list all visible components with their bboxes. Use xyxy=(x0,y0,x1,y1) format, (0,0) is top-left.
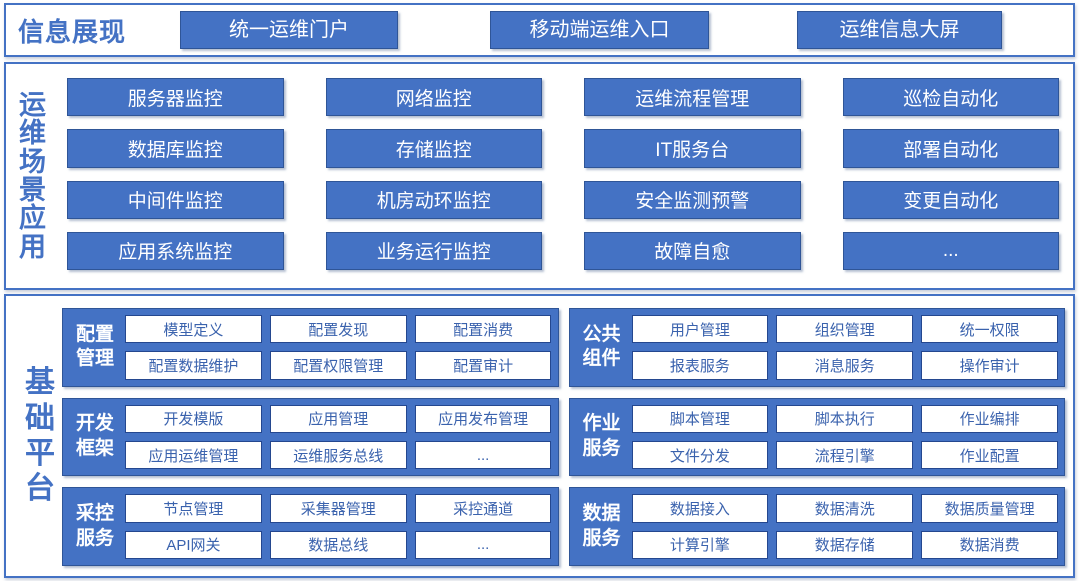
scenario-it-service-desk: IT服务台 xyxy=(584,129,801,168)
group-job-service: 作业服务 脚本管理 脚本执行 作业编排 文件分发 流程引擎 作业配置 xyxy=(568,397,1065,477)
module-app-release-mgmt: 应用发布管理 xyxy=(414,404,552,433)
section-base-platform: 基础平台 配置管理 模型定义 配置发现 配置消费 配置数据维护 配置权限管理 配… xyxy=(4,294,1075,578)
scenario-fault-self-healing: 故障自愈 xyxy=(584,231,801,270)
scenario-database-monitoring: 数据库监控 xyxy=(67,129,284,168)
module-ops-service-bus: 运维服务总线 xyxy=(269,440,407,470)
group-collection-control-label: 采控服务 xyxy=(75,502,114,549)
group-data-service: 数据服务 数据接入 数据清洗 数据质量管理 计算引擎 数据存储 数据消费 xyxy=(568,487,1065,566)
group-job-service-label: 作业服务 xyxy=(582,413,621,459)
module-collection-channel: 采控通道 xyxy=(414,494,552,523)
scenario-middleware-monitoring: 中间件监控 xyxy=(67,180,284,219)
module-script-execution: 脚本执行 xyxy=(776,404,914,433)
module-data-quality-mgmt: 数据质量管理 xyxy=(921,494,1058,523)
module-data-consumption: 数据消费 xyxy=(921,530,1058,559)
module-report-service: 报表服务 xyxy=(631,351,769,380)
scenario-storage-monitoring: 存储监控 xyxy=(325,129,542,168)
info-display-label: 信息展现 xyxy=(18,16,127,47)
module-data-storage: 数据存储 xyxy=(776,530,914,559)
module-compute-engine: 计算引擎 xyxy=(631,530,769,559)
scenario-more-ellipsis: ... xyxy=(842,231,1059,270)
module-collection-more-ellipsis: ... xyxy=(414,530,552,559)
unified-ops-portal-box: 统一运维门户 xyxy=(180,11,398,49)
group-dev-framework-label: 开发框架 xyxy=(75,413,114,459)
group-collection-control-service: 采控服务 节点管理 采集器管理 采控通道 API网关 数据总线 ... xyxy=(62,487,559,566)
group-config-management-label: 配置管理 xyxy=(75,323,114,370)
platform-groups: 配置管理 模型定义 配置发现 配置消费 配置数据维护 配置权限管理 配置审计 公… xyxy=(62,308,1065,566)
module-script-mgmt: 脚本管理 xyxy=(631,404,769,433)
module-job-orchestration: 作业编排 xyxy=(921,404,1058,433)
scenario-deployment-automation: 部署自动化 xyxy=(842,129,1059,168)
scenario-ops-process-mgmt: 运维流程管理 xyxy=(584,78,801,117)
section-info-display: 信息展现 统一运维门户 移动端运维入口 运维信息大屏 xyxy=(4,3,1075,57)
group-config-management: 配置管理 模型定义 配置发现 配置消费 配置数据维护 配置权限管理 配置审计 xyxy=(62,308,559,387)
scenario-app-system-monitoring: 应用系统监控 xyxy=(67,231,284,270)
ops-info-screen-box: 运维信息大屏 xyxy=(797,11,1002,49)
module-config-consumption: 配置消费 xyxy=(414,315,552,344)
ops-scenarios-label: 运维场景应用 xyxy=(19,89,46,262)
module-collector-mgmt: 采集器管理 xyxy=(269,494,407,523)
module-app-ops-mgmt: 应用运维管理 xyxy=(125,440,262,470)
group-dev-framework: 开发框架 开发模版 应用管理 应用发布管理 应用运维管理 运维服务总线 ... xyxy=(62,397,559,477)
module-operation-audit: 操作审计 xyxy=(921,351,1058,380)
module-config-permission-mgmt: 配置权限管理 xyxy=(269,351,407,380)
module-org-mgmt: 组织管理 xyxy=(776,315,914,344)
module-model-definition: 模型定义 xyxy=(125,315,262,344)
group-data-service-label: 数据服务 xyxy=(582,502,621,549)
scenario-network-monitoring: 网络监控 xyxy=(325,78,542,117)
module-message-service: 消息服务 xyxy=(776,351,914,380)
scenario-change-automation: 变更自动化 xyxy=(842,180,1059,219)
module-dev-template: 开发模版 xyxy=(125,404,262,433)
scenario-business-monitoring: 业务运行监控 xyxy=(325,231,542,270)
section-ops-scenarios: 运维场景应用 服务器监控 网络监控 运维流程管理 巡检自动化 数据库监控 存储监… xyxy=(4,62,1075,290)
module-unified-permission: 统一权限 xyxy=(921,315,1058,344)
base-platform-label: 基础平台 xyxy=(25,366,55,506)
group-common-components-label: 公共组件 xyxy=(582,323,621,370)
module-process-engine: 流程引擎 xyxy=(776,440,914,470)
scenario-inspection-automation: 巡检自动化 xyxy=(842,78,1059,117)
module-config-data-maintenance: 配置数据维护 xyxy=(125,351,262,380)
module-node-mgmt: 节点管理 xyxy=(125,494,262,523)
group-common-components: 公共组件 用户管理 组织管理 统一权限 报表服务 消息服务 操作审计 xyxy=(568,308,1065,387)
mobile-ops-entry-box: 移动端运维入口 xyxy=(490,11,709,49)
module-data-bus: 数据总线 xyxy=(269,530,407,559)
module-api-gateway: API网关 xyxy=(125,530,262,559)
module-config-audit: 配置审计 xyxy=(414,351,552,380)
module-data-ingestion: 数据接入 xyxy=(631,494,769,523)
module-dev-more-ellipsis: ... xyxy=(414,440,552,470)
module-data-cleaning: 数据清洗 xyxy=(776,494,914,523)
scenario-grid: 服务器监控 网络监控 运维流程管理 巡检自动化 数据库监控 存储监控 IT服务台… xyxy=(67,78,1059,270)
scenario-server-monitoring: 服务器监控 xyxy=(67,78,284,117)
scenario-datacenter-env-monitoring: 机房动环监控 xyxy=(325,180,542,219)
module-job-config: 作业配置 xyxy=(921,440,1058,470)
module-user-mgmt: 用户管理 xyxy=(631,315,769,344)
scenario-security-alerting: 安全监测预警 xyxy=(584,180,801,219)
module-app-mgmt: 应用管理 xyxy=(269,404,407,433)
module-file-distribution: 文件分发 xyxy=(631,440,769,470)
module-config-discovery: 配置发现 xyxy=(269,315,407,344)
